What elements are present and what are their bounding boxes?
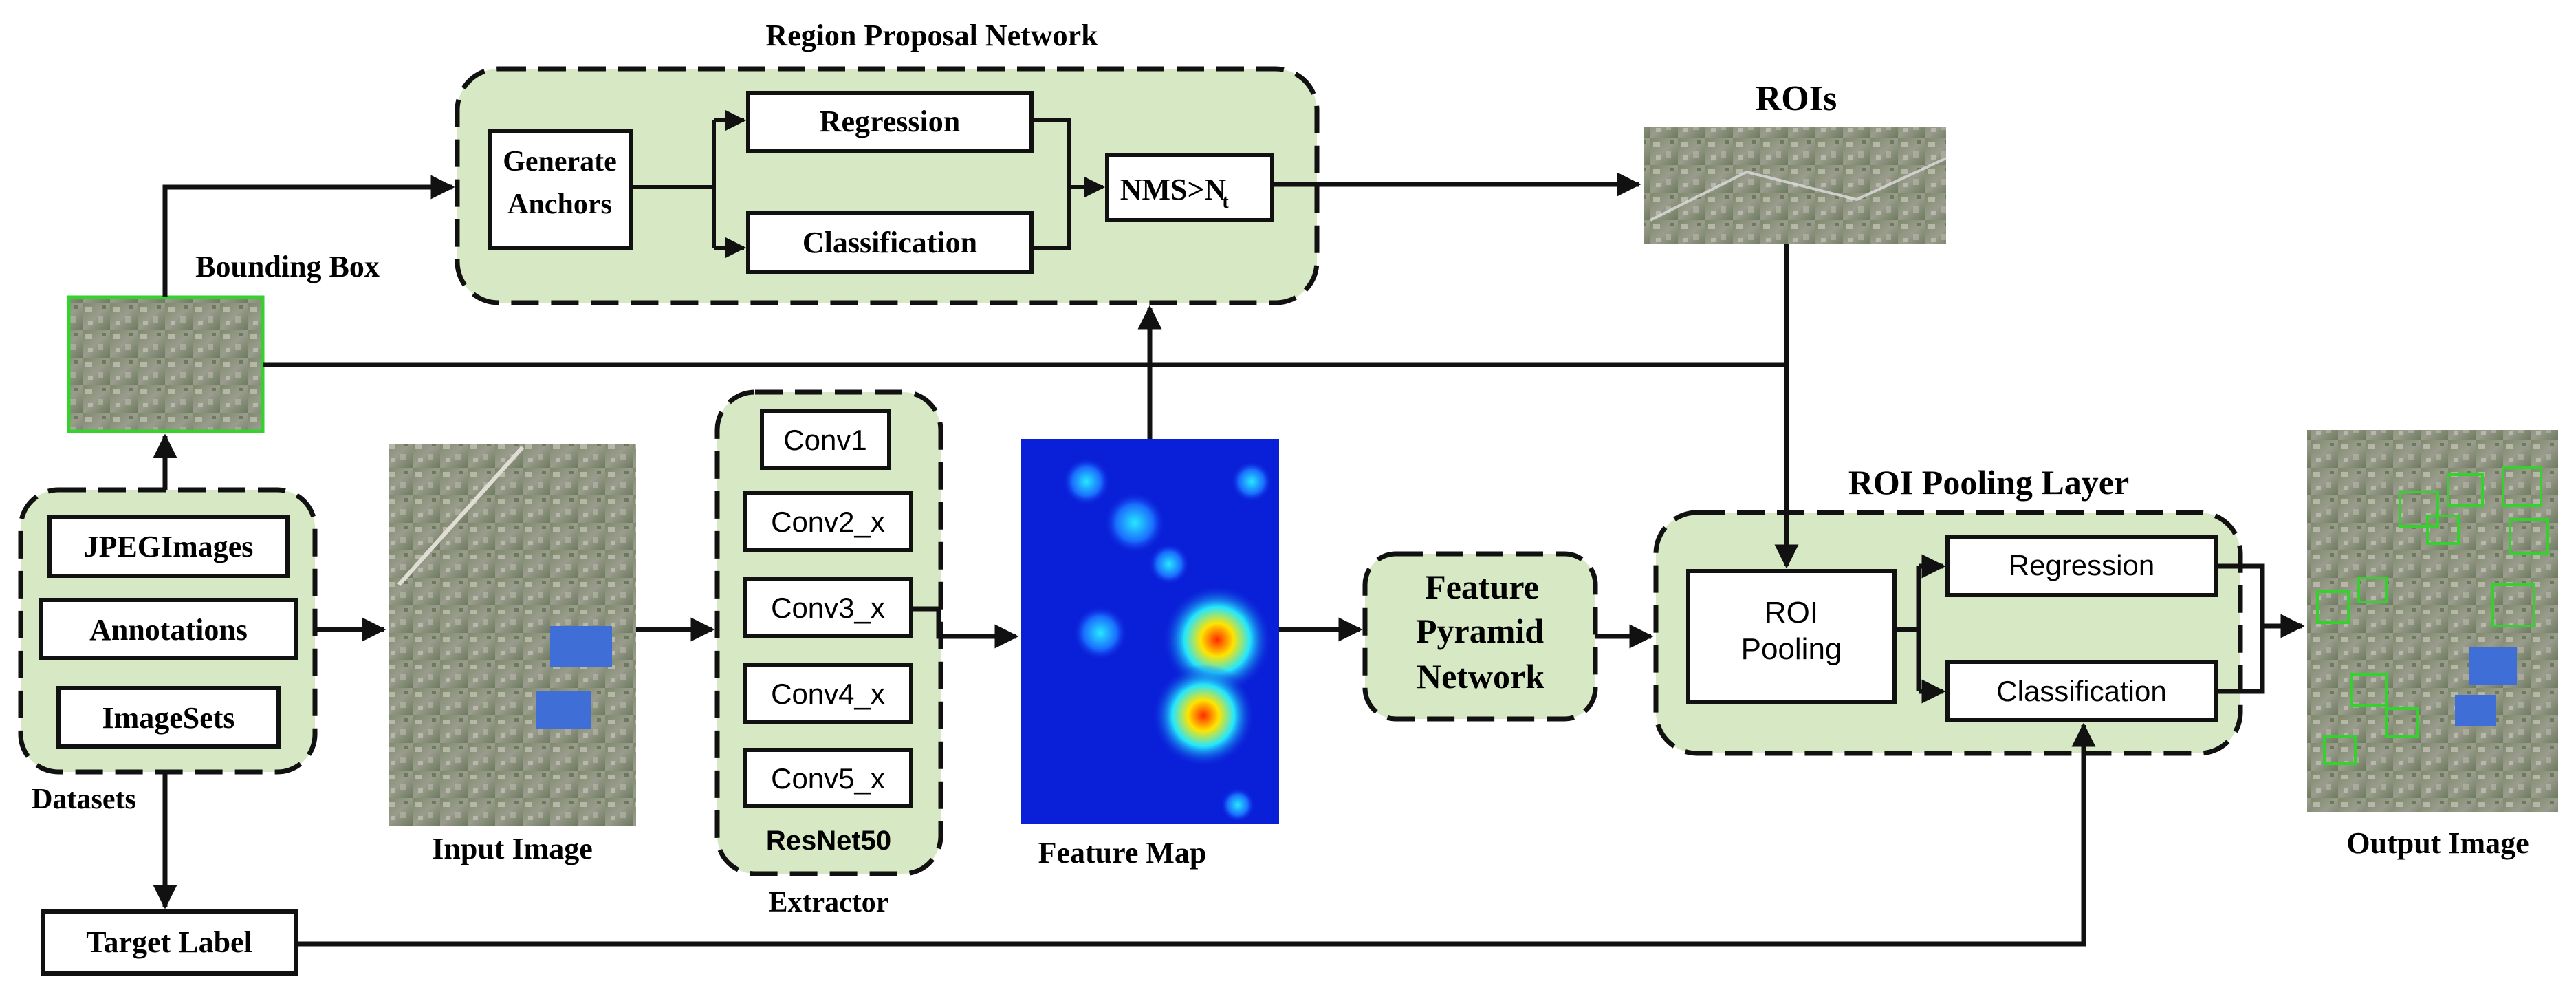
- resnet50-label: ResNet50: [766, 826, 891, 856]
- output-blue-roof-1: [2469, 647, 2517, 685]
- conv1-label: Conv1: [783, 424, 866, 456]
- rpn-classification-label: Classification: [803, 226, 977, 259]
- roi-pooling-group: ROI Pooling Regression Classification: [1653, 510, 2243, 756]
- input-road: [397, 445, 525, 587]
- datasets-group: JPEGImages Annotations ImageSets: [18, 487, 318, 775]
- detection-box: [2491, 583, 2535, 627]
- extractor-group: Conv1 Conv2_x Conv3_x Conv4_x Conv5_x Re…: [714, 389, 943, 876]
- roi-pooling-title: ROI Pooling Layer: [1848, 463, 2129, 502]
- target-label-box: [41, 909, 298, 976]
- heat-spot-4: [1148, 543, 1190, 585]
- rpn-group: Region Proposal Network Generate Anchors…: [455, 19, 1320, 305]
- input-blue-roof-2: [536, 691, 591, 729]
- rois-label: ROIs: [1756, 79, 1837, 118]
- roi-pool-box: [1686, 569, 1897, 704]
- arrow-conv3-to-featuremap: [911, 606, 1019, 649]
- fpn-line2: Pyramid: [1416, 612, 1544, 650]
- fpn-line1: Feature: [1425, 568, 1539, 606]
- conv2-label: Conv2_x: [771, 506, 885, 538]
- rpn-regression-label: Regression: [820, 105, 961, 138]
- output-image: [2307, 430, 2558, 812]
- nms-subscript: t: [1222, 191, 1229, 213]
- roi-classification-box: [1945, 660, 2218, 722]
- datasets-label: Datasets: [32, 784, 136, 815]
- roi-regression-label: Regression: [2009, 549, 2154, 581]
- dataset-item-imagesets: [56, 686, 281, 749]
- rois-thumbnail: [1644, 127, 1946, 244]
- dataset-item-annotations: [39, 598, 298, 660]
- dataset-item-annotations-label: Annotations: [89, 613, 248, 647]
- aerial-rois-image: [1644, 127, 1947, 244]
- detection-box: [2323, 735, 2357, 765]
- arrow-target-to-classification: [296, 722, 2096, 947]
- detection-box: [2357, 577, 2388, 603]
- arrow-roi-merge: [2216, 563, 2265, 694]
- heat-spot-3: [1073, 605, 1128, 660]
- conv4-label: Conv4_x: [771, 678, 885, 710]
- target-label-text: Target Label: [86, 925, 252, 959]
- input-blue-roof-1: [550, 626, 612, 667]
- fpn-container: [1362, 551, 1598, 722]
- heat-spot-2: [1062, 458, 1111, 506]
- input-image-label: Input Image: [432, 832, 593, 865]
- detection-box: [2426, 515, 2460, 545]
- roi-pool-line1: ROI: [1765, 596, 1818, 629]
- nms-box: [1105, 153, 1274, 222]
- detection-box: [2447, 473, 2484, 507]
- conv1-box: [760, 409, 891, 470]
- detection-box: [2502, 466, 2542, 507]
- roi-pool-line2: Pooling: [1741, 632, 1842, 666]
- arrow-merge: [1032, 118, 1071, 250]
- rois-road: [1650, 157, 1947, 222]
- roi-classification-label: Classification: [1996, 675, 2166, 707]
- rpn-regression-box: [746, 91, 1034, 153]
- bounding-box-thumbnail: [67, 295, 265, 433]
- dataset-item-jpegimages: [47, 515, 290, 578]
- detection-box: [2509, 518, 2549, 555]
- rpn-title: Region Proposal Network: [765, 19, 1098, 52]
- generate-anchors-line1: Generate: [503, 146, 617, 177]
- rpn-arrows: [631, 110, 1105, 258]
- generate-anchors-line2: Anchors: [507, 189, 612, 220]
- fpn-group: Feature Pyramid Network: [1362, 551, 1598, 722]
- heat-spot-6: [1221, 788, 1255, 822]
- aerial-output-image: [2307, 430, 2558, 812]
- detection-box: [2316, 590, 2350, 624]
- dataset-item-imagesets-label: ImageSets: [102, 701, 234, 735]
- aerial-input-image: [389, 444, 636, 826]
- detection-boxes: [2316, 466, 2549, 765]
- extractor-label: Extractor: [769, 887, 889, 918]
- detection-box: [2399, 491, 2439, 528]
- output-blue-roof-2: [2455, 695, 2496, 726]
- detection-box: [2350, 673, 2388, 707]
- fpn-line3: Network: [1417, 657, 1544, 696]
- nms-label: NMS>N: [1120, 173, 1227, 206]
- rpn-classification-box: [746, 211, 1034, 274]
- conv2-box: [743, 491, 913, 552]
- conv5-box: [743, 748, 913, 808]
- conv5-label: Conv5_x: [771, 762, 885, 795]
- output-image-label: Output Image: [2346, 826, 2529, 860]
- roi-regression-box: [1945, 535, 2218, 597]
- connector-arrows: [153, 172, 2305, 947]
- arrow-thumb-to-rpn: [162, 175, 455, 297]
- detection-box: [2385, 707, 2419, 738]
- heat-spot-5: [1231, 461, 1272, 502]
- conv3-label: Conv3_x: [771, 592, 885, 624]
- conv4-box: [743, 663, 913, 724]
- heat-spot-1: [1104, 492, 1166, 554]
- heat-hotspot-2: [1152, 664, 1255, 767]
- feature-map-label: Feature Map: [1038, 836, 1207, 870]
- bounding-box-label: Bounding Box: [195, 250, 380, 283]
- dataset-item-jpegimages-label: JPEGImages: [84, 530, 254, 563]
- heatmap-image: [1021, 439, 1279, 824]
- aerial-thumbnail-image: [67, 295, 265, 433]
